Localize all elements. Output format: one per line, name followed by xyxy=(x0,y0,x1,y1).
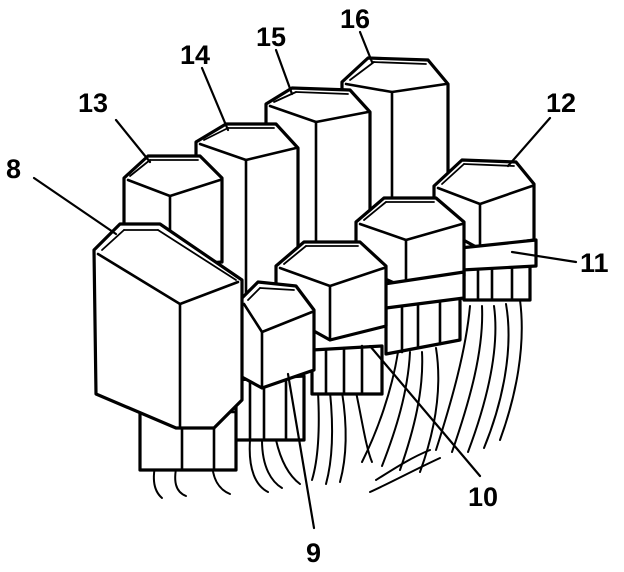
leader-line-15 xyxy=(274,48,294,96)
callout-11: 11 xyxy=(580,248,609,278)
callout-13: 13 xyxy=(78,88,108,118)
relay-9 xyxy=(232,280,316,442)
leader-line-14 xyxy=(200,66,230,132)
relay-8 xyxy=(92,222,244,472)
leader-line-16 xyxy=(358,30,374,64)
leader-line-11 xyxy=(510,250,578,264)
leader-line-9 xyxy=(286,372,316,530)
callout-14: 14 xyxy=(180,40,210,70)
relay-11 xyxy=(354,196,466,356)
wire-harness xyxy=(152,299,523,499)
callout-9: 9 xyxy=(306,538,321,568)
leader-lines xyxy=(32,30,578,530)
callout-15: 15 xyxy=(256,22,286,52)
leader-line-8 xyxy=(32,176,118,236)
leader-line-10 xyxy=(368,344,482,478)
callout-labels: 8 9 10 11 12 13 14 15 16 xyxy=(6,4,609,568)
leader-line-12 xyxy=(506,116,552,168)
leader-line-13 xyxy=(114,118,152,164)
callout-8: 8 xyxy=(6,154,21,184)
callout-12: 12 xyxy=(546,88,576,118)
callout-10: 10 xyxy=(468,482,498,512)
callout-16: 16 xyxy=(340,4,370,34)
